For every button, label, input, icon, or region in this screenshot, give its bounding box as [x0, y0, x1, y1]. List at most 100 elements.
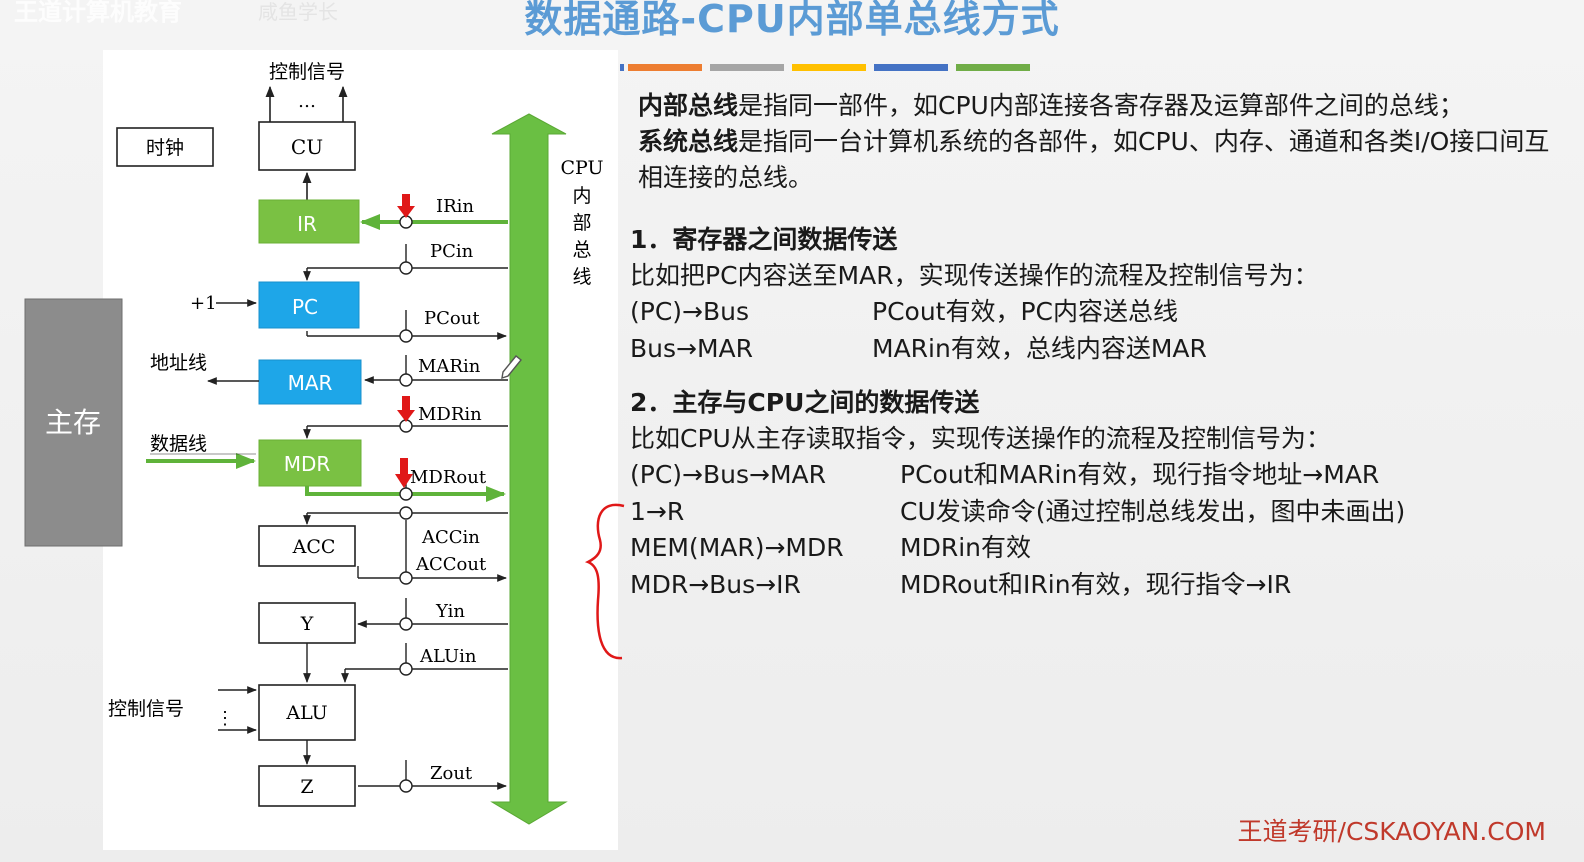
plus-one-label: +1: [190, 293, 217, 314]
yin-label: Yin: [435, 601, 465, 622]
mdr-register: [258, 439, 362, 487]
address-line-label: 地址线: [150, 352, 207, 374]
main-memory-label: 主存: [45, 406, 101, 439]
red-marker-irin: [397, 194, 415, 218]
flow-signal-description: PCout有效，PC内容送总线: [872, 297, 1179, 326]
pc-label: PC: [292, 295, 318, 319]
control-signal-left-label: 控制信号: [108, 698, 184, 720]
bus-label: CPU 内 部 总 线: [560, 157, 603, 288]
section2-title: 2．主存与CPU之间的数据传送: [630, 388, 980, 417]
control-signal-top-label: 控制信号: [269, 61, 345, 83]
system-bus-term: 系统总线: [638, 127, 739, 156]
accent-bar: [874, 64, 948, 71]
pcout-label: PCout: [424, 308, 480, 329]
red-marker-mdrout: [395, 458, 413, 488]
acc-label: ACC: [292, 536, 336, 558]
pcin-label: PCin: [430, 241, 474, 262]
flow-row: 1→R CU发读命令(通过控制总线发出，图中未画出): [630, 494, 1550, 531]
internal-bus-arrow: [490, 113, 568, 825]
aluin-label: ALUin: [419, 646, 477, 667]
flow-row: (PC)→Bus→MAR PCout和MARin有效，现行指令地址→MAR: [630, 457, 1550, 494]
flow-signal-description: MDRin有效: [900, 533, 1031, 562]
red-brace-annotation: [584, 503, 625, 660]
cu-control-dots: …: [298, 91, 316, 112]
mdrin-label: MDRin: [418, 404, 482, 425]
marin-gate: [399, 373, 413, 387]
z-label: Z: [300, 776, 313, 798]
watermark: 王道计算机教育: [14, 0, 182, 26]
internal-bus-term: 内部总线: [638, 91, 739, 120]
accent-bar: [628, 64, 702, 71]
flow-operation: Bus→MAR: [630, 333, 754, 363]
mdrout-gate: [399, 487, 413, 501]
accent-bar: [710, 64, 784, 71]
system-bus-desc: 是指同一台计算机系统的各部件，如CPU、内存、通道和各类I/O接口间互相连接的总…: [638, 127, 1550, 192]
cu-box: [258, 121, 356, 171]
accent-bar: [956, 64, 1030, 71]
data-line-label: 数据线: [150, 433, 207, 455]
yin-gate: [399, 617, 413, 631]
section1-intro: 比如把PC内容送至MAR，实现传送操作的流程及控制信号为：: [630, 261, 1319, 290]
flow-row: MEM(MAR)→MDR MDRin有效: [630, 530, 1550, 567]
y-register: [258, 602, 356, 644]
internal-bus-definition: 内部总线是指同一部件，如CPU内部连接各寄存器及运算部件之间的总线；: [630, 88, 1550, 124]
zout-gate: [399, 779, 413, 793]
bus-label-cpu: CPU: [560, 157, 603, 179]
z-register: [258, 765, 356, 807]
footer-brand: 王道考研/CSKAOYAN.COM: [1237, 817, 1546, 846]
pcin-gate: [399, 261, 413, 275]
flow-signal-description: PCout和MARin有效，现行指令地址→MAR: [900, 460, 1380, 489]
acc-register: [258, 525, 356, 567]
flow-operation: MDR→Bus→IR: [630, 569, 801, 599]
aluin-gate: [399, 662, 413, 676]
system-bus-definition: 系统总线是指同一台计算机系统的各部件，如CPU、内存、通道和各类I/O接口间互相…: [630, 124, 1550, 196]
flow-row: (PC)→Bus PCout有效，PC内容送总线: [630, 294, 1550, 331]
pen-cursor-icon: [501, 355, 522, 380]
bus-label-char: 部: [572, 212, 591, 234]
accent-bar: [620, 64, 624, 71]
flow-row: Bus→MAR MARin有效，总线内容送MAR: [630, 331, 1550, 368]
watermark-sub: 咸鱼学长: [258, 0, 338, 24]
alu-control-dots: ⋮: [216, 708, 234, 729]
y-label: Y: [300, 613, 314, 635]
red-marker-mdrin: [397, 396, 415, 422]
clock-box: [116, 127, 214, 167]
flow-operation: MEM(MAR)→MDR: [630, 533, 844, 562]
mar-label: MAR: [288, 371, 333, 395]
flow-operation: (PC)→Bus→MAR: [630, 460, 826, 489]
slide-title: 数据通路-CPU内部单总线方式: [524, 0, 1060, 41]
mdrout-label: MDRout: [410, 467, 487, 488]
main-memory-block: [24, 298, 123, 547]
accout-label: ACCout: [415, 554, 487, 575]
section2-flow: (PC)→Bus→MAR PCout和MARin有效，现行指令地址→MAR 1→R C…: [630, 457, 1550, 603]
accent-bar: [792, 64, 866, 71]
marin-label: MARin: [418, 356, 481, 377]
flow-operation: (PC)→Bus: [630, 297, 750, 326]
ir-register: [258, 199, 360, 244]
text-content: 内部总线是指同一部件，如CPU内部连接各寄存器及运算部件之间的总线； 系统总线是…: [630, 88, 1550, 603]
pcout-gate: [399, 329, 413, 343]
section2-intro: 比如CPU从主存读取指令，实现传送操作的流程及控制信号为：: [630, 424, 1331, 453]
clock-label: 时钟: [146, 137, 184, 159]
bus-label-char: 内: [572, 185, 591, 207]
bus-label-char: 线: [572, 266, 591, 288]
bus-label-char: 总: [572, 239, 591, 261]
flow-operation: 1→R: [630, 496, 685, 526]
zout-label: Zout: [430, 763, 473, 784]
flow-row: MDR→Bus→IR MDRout和IRin有效，现行指令→IR: [630, 567, 1550, 604]
alu-label: ALU: [285, 702, 327, 724]
flow-signal-description: MDRout和IRin有效，现行指令→IR: [900, 569, 1292, 599]
section1-flow: (PC)→Bus PCout有效，PC内容送总线 Bus→MAR MARin有效，总线…: [630, 294, 1550, 367]
alu-box: [258, 684, 356, 741]
irin-label: IRin: [436, 196, 474, 217]
flow-signal-description: CU发读命令(通过控制总线发出，图中未画出): [900, 496, 1406, 526]
flow-signal-description: MARin有效，总线内容送MAR: [872, 333, 1207, 363]
internal-bus-desc: 是指同一部件，如CPU内部连接各寄存器及运算部件之间的总线；: [738, 91, 1464, 120]
section1-title: 1．寄存器之间数据传送: [630, 225, 898, 254]
accout-gate: [399, 571, 413, 585]
accin-gate: [399, 506, 413, 520]
mdr-label: MDR: [284, 452, 331, 476]
mar-register: [258, 359, 362, 405]
pc-register: [258, 281, 360, 329]
